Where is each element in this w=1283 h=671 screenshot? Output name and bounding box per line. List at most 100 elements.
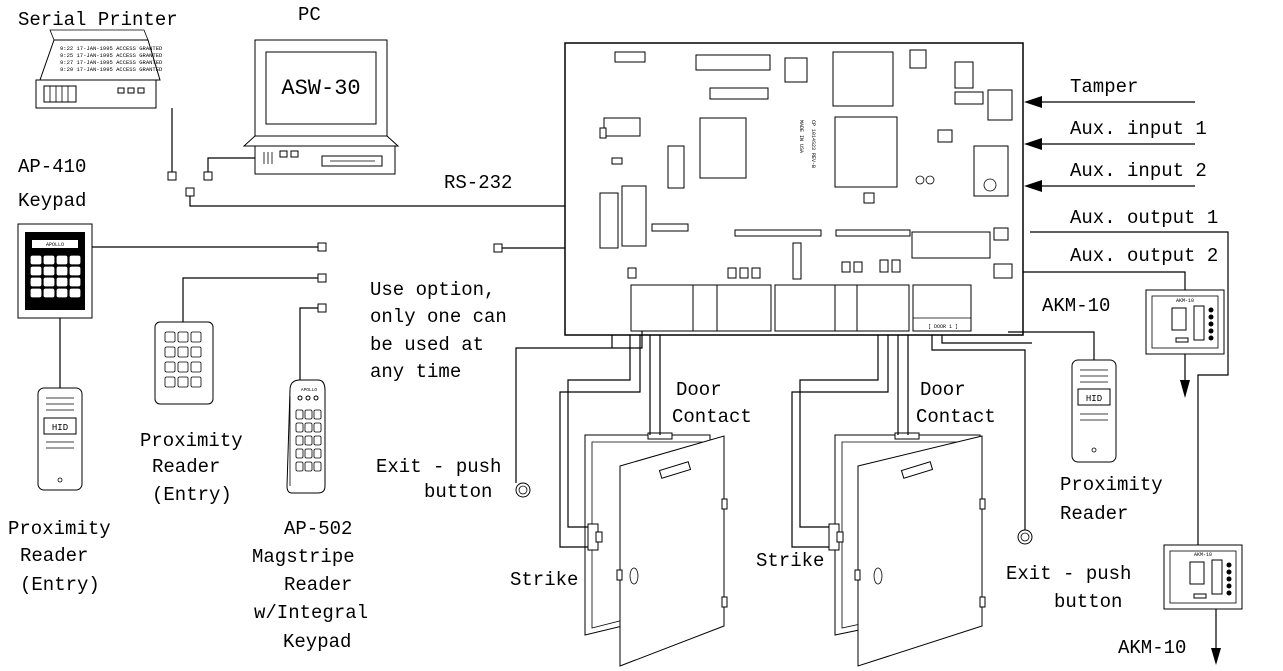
akm-terminal-dot [1226,562,1232,568]
label-door-contact-a-line2: Contact [672,406,752,428]
key [295,435,304,446]
key [30,288,42,298]
akm-terminal-dot [1226,569,1232,575]
akm-terminal-dot [1208,314,1214,320]
key [164,346,176,358]
key [56,288,68,298]
key [69,288,81,298]
key [190,331,202,343]
printer-log-line-1: 9:22 17-JAN-1995 ACCESS GRANTED [60,45,163,52]
label-door-contact-b-line2: Contact [916,406,996,428]
key [295,448,304,459]
key [304,461,313,472]
keypad-key-grid [30,255,81,298]
label-keypad-line2: Keypad [18,190,86,212]
key [43,277,55,287]
key [164,361,176,373]
label-magstripe-line3: Reader [284,574,352,596]
label-option-line2: only one can [370,306,507,328]
key [30,255,42,265]
akm-terminal-dot [1226,590,1232,596]
label-magstripe-line4: w/Integral [254,602,368,624]
key [164,376,176,388]
akm-terminal-dot [1208,321,1214,327]
prox-right-hid-text: HID [1086,394,1102,404]
key [177,376,189,388]
printer-log-line-4: 9:29 17-JAN-1995 ACCESS GRANTED [60,66,163,73]
label-aux-input-1: Aux. input 1 [1070,118,1207,140]
prox-reader-key-grid [164,331,202,388]
exit-push-button-left [515,482,531,498]
label-prox-entry-a-line2: Reader [152,456,220,478]
label-exit-a-line1: Exit - push [376,456,501,478]
keypad-brand-text: APOLLO [46,242,64,248]
wiring [59,96,1229,665]
key [43,255,55,265]
key [313,422,322,433]
label-prox-entry-b-line1: Proximity [8,518,111,540]
key [304,448,313,459]
akm-terminal-dot [1208,328,1214,334]
key [313,409,322,420]
label-strike-a: Strike [510,569,578,591]
key [56,255,68,265]
key [43,288,55,298]
exit-push-button-right [1017,529,1033,545]
board-door1-text: [ DOOR 1 ] [928,324,958,330]
akm-bottom-module-text: AKM-10 [1194,552,1212,558]
key [56,266,68,276]
akm-top-module-text: AKM-10 [1176,298,1194,304]
label-option-line4: any time [370,361,461,383]
key [304,409,313,420]
key [304,422,313,433]
key [164,331,176,343]
label-akm-top: AKM-10 [1042,295,1110,317]
key [313,435,322,446]
label-exit-b-line1: Exit - push [1006,563,1131,585]
prox-reader-left: HID [37,387,83,491]
key [177,361,189,373]
door-right [828,432,986,667]
label-prox-right-line1: Proximity [1060,474,1163,496]
key [177,346,189,358]
pc-screen-software-label: ASW-30 [281,76,360,101]
key [30,266,42,276]
control-board: CP 1014S23 REV-B MADE IN USA [ DOOR 1 ] [564,42,1024,336]
label-prox-entry-a-line1: Proximity [140,430,243,452]
board-model-text: CP 1014S23 REV-B [810,120,816,168]
label-prox-entry-b-line2: Reader [20,545,88,567]
akm-terminal-dots [1208,307,1232,596]
label-aux-output-1: Aux. output 1 [1070,207,1218,229]
label-exit-a-line2: button [424,481,492,503]
label-aux-output-2: Aux. output 2 [1070,245,1218,267]
key [190,346,202,358]
label-prox-entry-b-line3: (Entry) [20,574,100,596]
diagram-labels: Serial Printer PC RS-232 AP-410 Keypad U… [8,4,1218,659]
akm-terminal-dot [1226,576,1232,582]
prox-reader-right: HID [1071,359,1117,463]
akm-terminal-dot [1208,335,1214,341]
label-option-line3: be used at [370,334,484,356]
label-door-contact-b-line1: Door [920,379,966,401]
door-left [584,432,728,667]
label-exit-b-line2: button [1054,591,1122,613]
label-option-line1: Use option, [370,279,495,301]
printer-log-line-2: 9:25 17-JAN-1995 ACCESS GRANTED [60,52,163,59]
label-magstripe-line5: Keypad [283,631,351,653]
pc-computer: ASW-30 [242,39,400,175]
magstripe-key-grid [295,409,322,472]
key [69,255,81,265]
serial-printer: 9:22 17-JAN-1995 ACCESS GRANTED 9:25 17-… [35,29,163,109]
label-magstripe-line2: Magstripe [252,546,355,568]
label-serial-printer: Serial Printer [18,9,178,31]
board-made-in-text: MADE IN USA [798,120,804,153]
akm-terminal-dot [1208,307,1214,313]
akm-terminal-dot [1226,583,1232,589]
key [69,266,81,276]
label-prox-entry-a-line3: (Entry) [152,484,232,506]
key [69,277,81,287]
key [190,376,202,388]
key [295,461,304,472]
label-door-contact-a-line1: Door [676,379,722,401]
